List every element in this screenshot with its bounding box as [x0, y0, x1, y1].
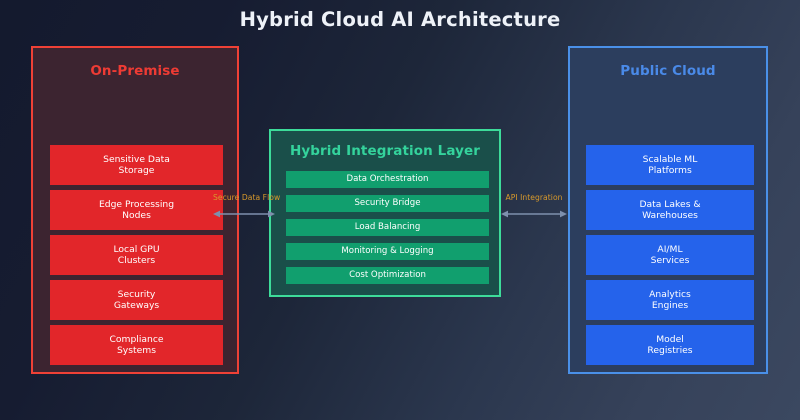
- node-local-gpu-clusters[interactable]: Local GPU Clusters: [50, 235, 223, 275]
- bidirectional-arrow-icon: [213, 210, 275, 218]
- node-label-line1: Data Orchestration: [346, 174, 429, 185]
- connector-label-api-integration: API Integration: [505, 193, 563, 202]
- node-label-line1: Monitoring & Logging: [341, 246, 434, 257]
- connector-secure-data-flow: Secure Data Flow: [213, 193, 281, 221]
- node-label-line2: Storage: [118, 165, 155, 176]
- node-label-line1: Analytics: [649, 288, 691, 300]
- node-label-line2: Engines: [651, 300, 689, 311]
- bidirectional-arrow-icon: [501, 210, 567, 218]
- panel-public-cloud[interactable]: Public Cloud Scalable ML Platforms Data …: [568, 46, 768, 374]
- node-label-line1: Cost Optimization: [349, 270, 426, 281]
- node-edge-processing-nodes[interactable]: Edge Processing Nodes: [50, 190, 223, 230]
- node-label-line1: Security Bridge: [354, 198, 421, 209]
- page-title: Hybrid Cloud AI Architecture: [239, 8, 561, 31]
- node-label-line1: Load Balancing: [354, 222, 421, 233]
- node-scalable-ml-platforms[interactable]: Scalable ML Platforms: [586, 145, 754, 185]
- node-monitoring-and-logging[interactable]: Monitoring & Logging: [286, 243, 489, 260]
- node-ai-ml-services[interactable]: AI/ML Services: [586, 235, 754, 275]
- panel-hybrid-integration-layer[interactable]: Hybrid Integration Layer Data Orchestrat…: [269, 129, 501, 297]
- node-label-line1: Local GPU: [113, 243, 160, 255]
- node-label-line2: Registries: [647, 345, 693, 356]
- node-label-line2: Nodes: [122, 210, 151, 221]
- panel-title-hybrid-integration-layer: Hybrid Integration Layer: [289, 143, 481, 159]
- node-load-balancing[interactable]: Load Balancing: [286, 219, 489, 236]
- node-label-line1: Scalable ML: [642, 153, 698, 165]
- node-model-registries[interactable]: Model Registries: [586, 325, 754, 365]
- node-label-line1: AI/ML: [657, 243, 683, 255]
- node-security-gateways[interactable]: Security Gateways: [50, 280, 223, 320]
- connector-api-integration: API Integration: [501, 193, 567, 221]
- node-label-line2: Systems: [116, 345, 157, 356]
- node-analytics-engines[interactable]: Analytics Engines: [586, 280, 754, 320]
- node-compliance-systems[interactable]: Compliance Systems: [50, 325, 223, 365]
- node-label-line2: Platforms: [648, 165, 692, 176]
- node-label-line2: Services: [650, 255, 690, 266]
- node-label-line1: Security: [117, 288, 156, 300]
- node-label-line2: Gateways: [113, 300, 160, 311]
- node-label-line1: Model: [656, 333, 684, 345]
- panel-title-on-premise: On-Premise: [90, 63, 180, 79]
- node-label-line1: Sensitive Data: [103, 153, 170, 165]
- node-label-line1: Compliance: [109, 333, 164, 345]
- node-security-bridge[interactable]: Security Bridge: [286, 195, 489, 212]
- node-data-lakes-warehouses[interactable]: Data Lakes & Warehouses: [586, 190, 754, 230]
- node-cost-optimization[interactable]: Cost Optimization: [286, 267, 489, 284]
- node-sensitive-data-storage[interactable]: Sensitive Data Storage: [50, 145, 223, 185]
- panel-on-premise[interactable]: On-Premise Sensitive Data Storage Edge P…: [31, 46, 239, 374]
- node-label-line2: Clusters: [117, 255, 156, 266]
- node-label-line1: Data Lakes &: [639, 198, 701, 210]
- node-label-line2: Warehouses: [642, 210, 698, 221]
- panel-title-public-cloud: Public Cloud: [620, 63, 716, 79]
- node-label-line1: Edge Processing: [98, 198, 175, 210]
- node-data-orchestration[interactable]: Data Orchestration: [286, 171, 489, 188]
- connector-label-secure-data-flow: Secure Data Flow: [213, 193, 281, 202]
